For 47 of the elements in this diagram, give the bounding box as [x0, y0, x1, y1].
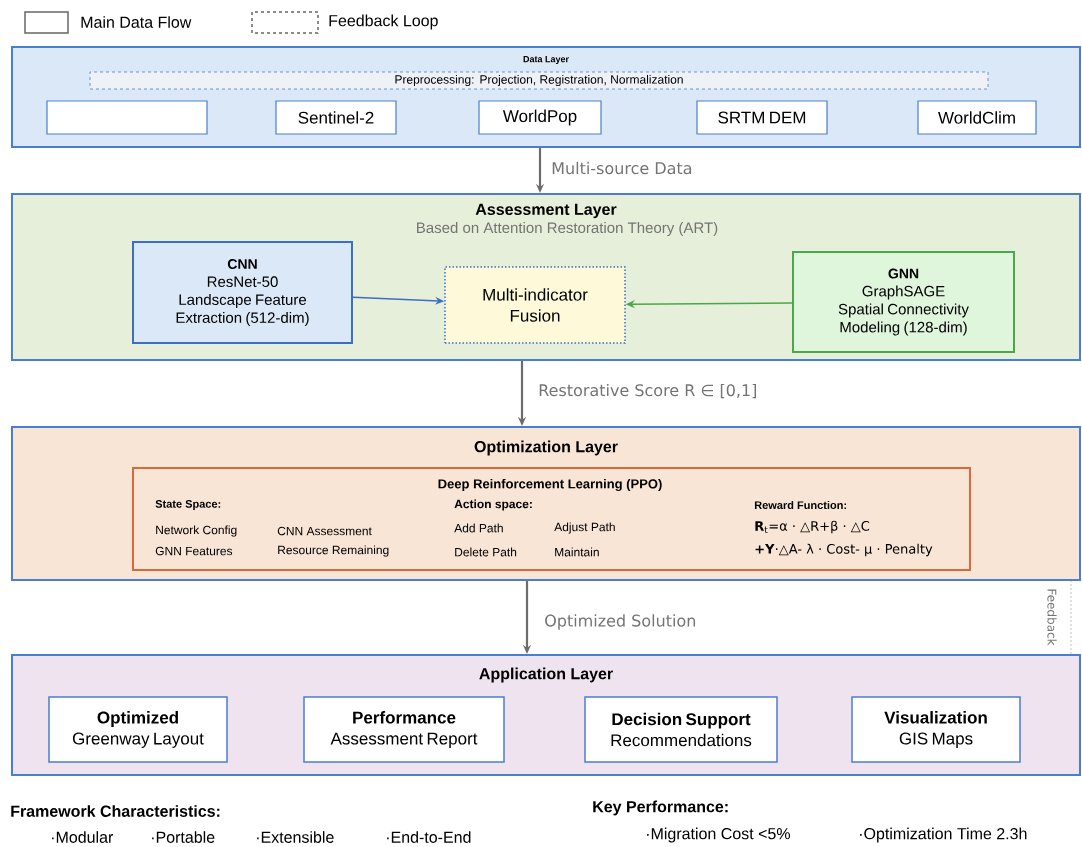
section-heading: Reward Function:	[754, 500, 847, 510]
source-box: WorldClim	[917, 100, 1037, 135]
algorithm-panel	[132, 467, 971, 571]
source-box: WorldPop	[478, 100, 602, 135]
edge-label: Optimized Solution	[543, 613, 698, 631]
model-box: GNN GraphSAGE Spatial Connectivity Modeling (128-dim)	[792, 251, 1015, 353]
section-heading: Framework Characteristics:	[11, 805, 220, 817]
panel-title: Deep Reinforcement Learning (PPO)	[438, 478, 662, 492]
formula-line: +Y·△A- λ · Cost- μ · Penalty	[755, 543, 933, 557]
list-item: ·Modular	[52, 831, 114, 843]
list-item: ·Extensible	[257, 831, 334, 843]
fusion-box: Multi-indicator Fusion	[444, 266, 626, 344]
list-item: ·Optimization Time 2.3h	[860, 827, 1027, 843]
list-item: Network Config	[156, 525, 237, 537]
panel-subtitle: Based on Attention Restoration Theory (ART)	[417, 222, 718, 236]
panel-title: Application Layer	[479, 667, 613, 683]
output-box: Optimized Greenway Layout	[48, 696, 228, 763]
output-box: Decision Support Recommendations	[584, 696, 778, 763]
list-item: ·Portable	[152, 831, 215, 843]
list-item: Maintain	[555, 547, 599, 557]
legend-label: Main Data Flow	[81, 16, 192, 28]
model-box: CNN ResNet-50 Landscape Feature Extraction (512-dim)	[132, 241, 353, 344]
edge-label: Multi-source Data	[550, 160, 694, 176]
list-item: Delete Path	[455, 547, 517, 557]
panel-title: Assessment Layer	[475, 203, 617, 219]
list-item: ·End-to-End	[387, 831, 471, 843]
source-box	[46, 100, 208, 135]
output-box: Performance Assessment Report	[303, 696, 505, 763]
section-heading: Key Performance:	[593, 800, 728, 816]
edge-label: Restorative Score R ∈ [0,1]	[537, 382, 759, 400]
edge-label: Feedback	[1046, 587, 1058, 647]
source-box: SRTM DEM	[696, 100, 828, 135]
list-item: Resource Remaining	[278, 545, 389, 557]
list-item: Add Path	[454, 523, 503, 533]
list-item: Adjust Path	[554, 522, 615, 534]
legend-label: Feedback Loop	[329, 14, 438, 30]
panel-title: Optimization Layer	[474, 440, 618, 456]
list-item: GNN Features	[155, 546, 233, 556]
preprocessing-band: Preprocessing: Projection, Registration, Normalization	[89, 71, 989, 90]
section-heading: Action space:	[454, 499, 532, 511]
formula-line: R$_{t}$=α · △R+β · △C	[755, 520, 870, 534]
section-heading: State Space:	[155, 500, 221, 510]
list-item: CNN Assessment	[277, 526, 372, 536]
source-box: Sentinel-2	[275, 100, 397, 135]
output-box: Visualization GIS Maps	[851, 696, 1021, 763]
panel-title: Data Layer	[523, 55, 569, 65]
list-item: ·Migration Cost <5%	[647, 827, 790, 843]
